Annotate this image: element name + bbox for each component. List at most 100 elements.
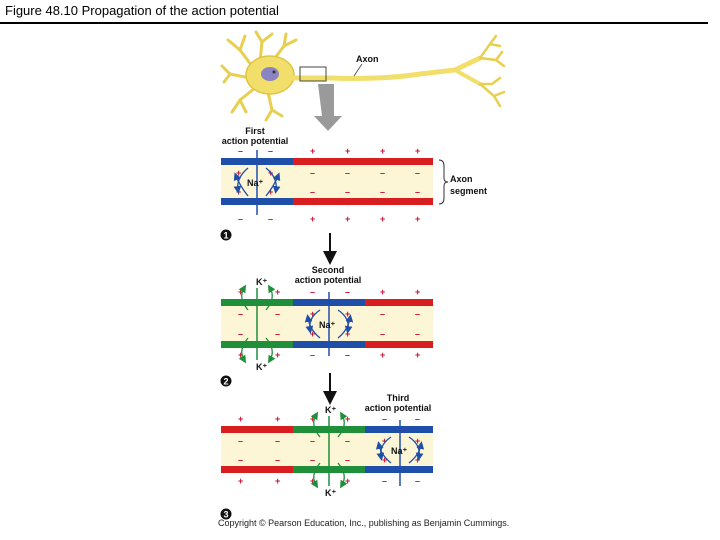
charge-sign: + <box>345 476 350 486</box>
axon <box>289 55 483 81</box>
step-number: 1 <box>223 231 228 241</box>
charge-sign: + <box>382 436 387 446</box>
charge-sign: + <box>415 287 420 297</box>
charge-sign: + <box>380 350 385 360</box>
copyright-notice: Copyright © Pearson Education, Inc., pub… <box>218 518 510 528</box>
charge-sign: + <box>345 414 350 424</box>
zoom-arrow <box>314 84 342 131</box>
title-rule <box>0 22 708 24</box>
charge-sign: + <box>275 287 280 297</box>
panel-step-1: First action potential – – + + + + + + –… <box>220 126 487 241</box>
step-1-title-line-2: action potential <box>222 136 289 146</box>
charge-sign: + <box>238 476 243 486</box>
step-3-title-line-1: Third <box>387 393 410 403</box>
charge-sign: – <box>238 329 243 339</box>
charge-sign: – <box>238 309 243 319</box>
charge-sign: – <box>310 436 315 446</box>
charge-sign: + <box>275 414 280 424</box>
charge-sign: + <box>345 309 350 319</box>
axon-segment-bracket <box>438 159 449 205</box>
axon-segment-label-line-2: segment <box>450 186 487 196</box>
potassium-ion-label: K⁺ <box>325 405 336 415</box>
charge-sign: + <box>380 146 385 156</box>
charge-sign: – <box>345 350 350 360</box>
charge-sign: – <box>415 168 420 178</box>
charge-sign: + <box>275 350 280 360</box>
charge-sign: + <box>415 350 420 360</box>
charge-sign: + <box>382 455 387 465</box>
charge-sign: + <box>310 309 315 319</box>
charge-sign: – <box>238 214 243 224</box>
charge-sign: + <box>345 329 350 339</box>
charge-sign: – <box>345 455 350 465</box>
potassium-ion-label: K⁺ <box>325 488 336 498</box>
charge-sign: + <box>345 146 350 156</box>
charge-sign: + <box>380 214 385 224</box>
axon-label: Axon <box>356 54 379 64</box>
charge-sign: – <box>382 414 387 424</box>
charge-sign: – <box>345 168 350 178</box>
charge-sign: + <box>238 414 243 424</box>
charge-sign: – <box>345 436 350 446</box>
charge-sign: – <box>275 436 280 446</box>
charge-sign: – <box>345 187 350 197</box>
charge-sign: – <box>415 309 420 319</box>
charge-sign: – <box>382 476 387 486</box>
charge-sign: + <box>310 329 315 339</box>
charge-sign: – <box>380 187 385 197</box>
charge-sign: – <box>275 309 280 319</box>
sodium-ion-label: Na⁺ <box>319 320 336 330</box>
charge-sign: – <box>415 476 420 486</box>
charge-sign: + <box>415 146 420 156</box>
axon-segment-label-line-1: Axon <box>450 174 473 184</box>
charge-sign: – <box>310 168 315 178</box>
charge-sign: – <box>310 350 315 360</box>
charge-sign: – <box>415 329 420 339</box>
charge-sign: + <box>345 214 350 224</box>
charge-sign: + <box>310 214 315 224</box>
step-number: 2 <box>223 377 228 387</box>
potassium-ion-label: K⁺ <box>256 362 267 372</box>
step-number-badge <box>220 375 232 387</box>
axon-zoom-box <box>299 66 327 82</box>
axon-terminals <box>478 34 506 108</box>
charge-sign: – <box>380 329 385 339</box>
sodium-ion-label: Na⁺ <box>247 178 264 188</box>
step-number-badge <box>220 229 232 241</box>
charge-sign: + <box>275 476 280 486</box>
step-number-badge <box>220 508 232 520</box>
step-2-title-line-2: action potential <box>295 275 362 285</box>
charge-sign: – <box>238 146 243 156</box>
potassium-ion-label: K⁺ <box>256 277 267 287</box>
charge-sign: – <box>275 455 280 465</box>
charge-sign: + <box>236 187 241 197</box>
charge-sign: + <box>310 146 315 156</box>
charge-sign: – <box>415 414 420 424</box>
charge-sign: + <box>380 287 385 297</box>
sodium-ion-label: Na⁺ <box>391 446 408 456</box>
charge-sign: – <box>268 214 273 224</box>
charge-sign: – <box>275 329 280 339</box>
charge-sign: – <box>268 146 273 156</box>
charge-sign: – <box>238 455 243 465</box>
panel-step-3: Third action potential + + + + – – – – –… <box>220 393 433 520</box>
neuron-illustration: Axon <box>220 30 506 131</box>
charge-sign: + <box>268 187 273 197</box>
charge-sign: – <box>345 287 350 297</box>
charge-sign: – <box>310 455 315 465</box>
charge-sign: – <box>310 187 315 197</box>
step-3-title-line-2: action potential <box>365 403 432 413</box>
charge-sign: – <box>380 309 385 319</box>
charge-sign: + <box>415 214 420 224</box>
nucleus <box>261 67 279 81</box>
figure-title: Figure 48.10 Propagation of the action p… <box>5 3 279 18</box>
step-1-title-line-1: First <box>245 126 265 136</box>
charge-sign: – <box>238 436 243 446</box>
step-number: 3 <box>223 510 228 520</box>
step-2-title-line-1: Second <box>312 265 345 275</box>
charge-sign: + <box>415 436 420 446</box>
charge-sign: – <box>415 187 420 197</box>
charge-sign: – <box>310 287 315 297</box>
charge-sign: – <box>380 168 385 178</box>
